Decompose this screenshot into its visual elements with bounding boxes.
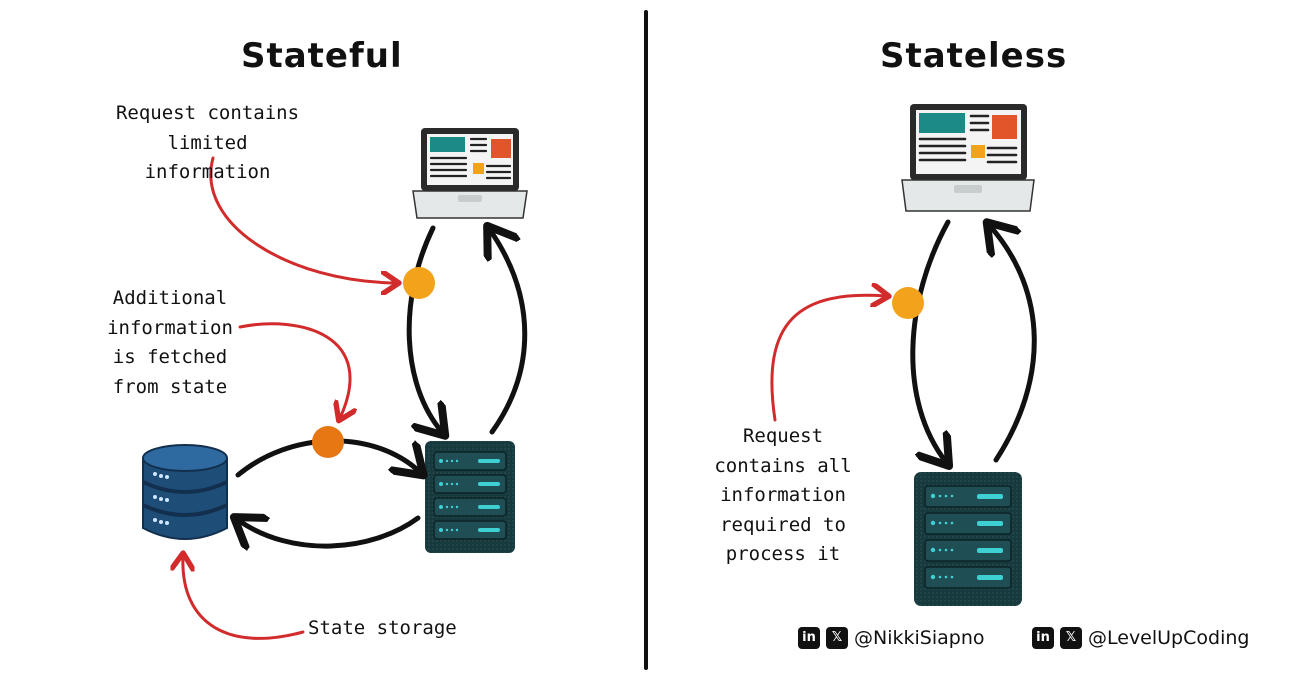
note-line: required to — [720, 513, 846, 536]
request-limited-note: Request contains limited information — [100, 99, 315, 188]
annotation-arrow-request — [209, 156, 396, 283]
request-dot — [892, 287, 924, 319]
annotation-arrow-request — [770, 295, 886, 422]
return-arrow — [238, 518, 421, 546]
stateless-title: Stateless — [880, 36, 1068, 76]
request-dot — [403, 267, 435, 299]
request-all-info-note: Request contains all information require… — [712, 422, 854, 570]
handle-personal: @NikkiSiapno — [854, 627, 985, 649]
note-line: information — [107, 316, 233, 339]
social-org[interactable]: in 𝕏 @LevelUpCoding — [1032, 627, 1249, 649]
laptop-icon — [901, 104, 1035, 212]
x-icon: 𝕏 — [1060, 627, 1082, 649]
request-arrow — [406, 225, 442, 432]
request-arrow — [910, 219, 948, 462]
note-line: Additional — [112, 287, 228, 309]
linkedin-icon: in — [1032, 627, 1054, 649]
server-icon — [914, 472, 1022, 606]
social-personal[interactable]: in 𝕏 @NikkiSiapno — [798, 627, 985, 649]
response-arrow — [490, 230, 528, 435]
laptop-icon — [412, 128, 528, 219]
note-line: limited information — [144, 131, 271, 184]
response-arrow — [990, 226, 1037, 463]
database-icon — [142, 444, 228, 540]
note-line: information — [720, 484, 846, 506]
annotation-arrow-fetch — [238, 322, 350, 418]
server-icon — [425, 441, 515, 553]
note-line: is fetched — [112, 346, 228, 368]
fetch-dot — [312, 426, 344, 458]
state-storage-note: State storage — [308, 617, 457, 639]
annotation-arrow-storage — [183, 556, 305, 640]
x-icon: 𝕏 — [826, 627, 848, 649]
handle-org: @LevelUpCoding — [1088, 627, 1250, 649]
note-line: Request — [742, 425, 824, 447]
stateful-title: Stateful — [241, 36, 403, 76]
additional-info-note: Additional information is fetched from s… — [95, 284, 245, 402]
linkedin-icon: in — [798, 627, 820, 649]
note-line: contains all — [714, 454, 852, 477]
note-line: process it — [725, 543, 841, 565]
note-line: from state — [112, 375, 228, 398]
note-line: Request contains — [115, 102, 300, 124]
